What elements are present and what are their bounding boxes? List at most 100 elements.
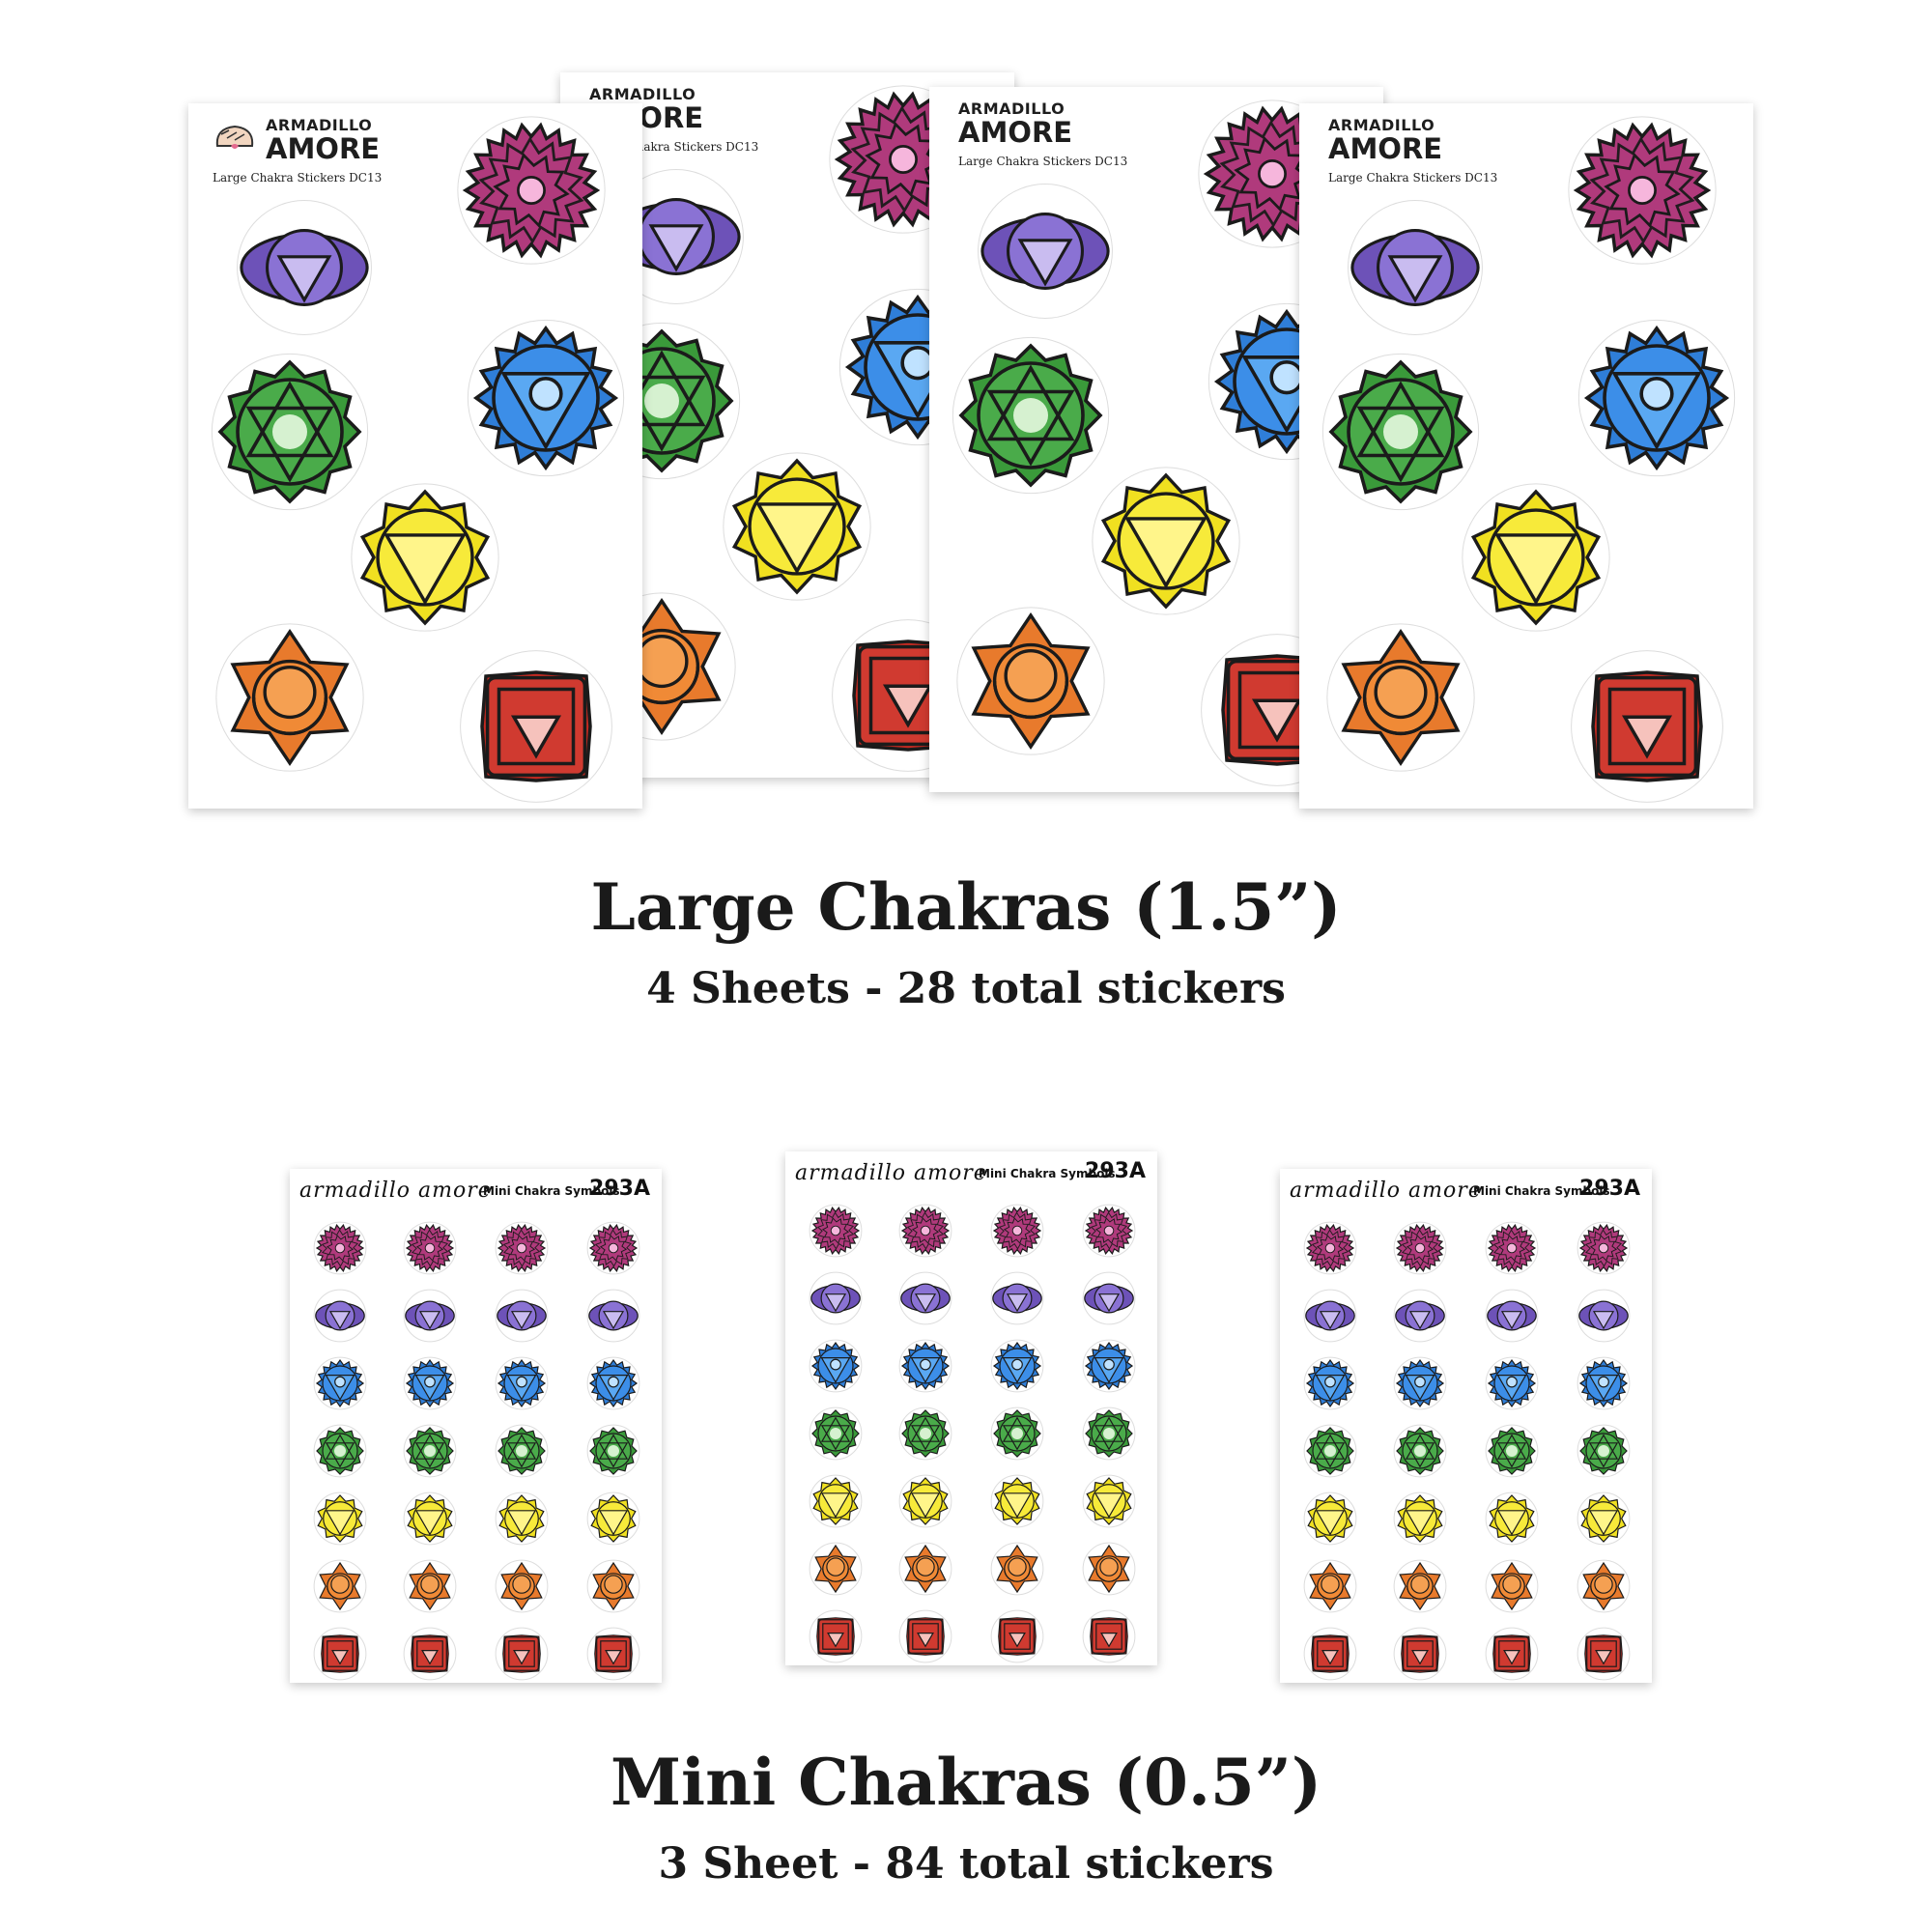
mini-solar-sticker	[1577, 1492, 1631, 1546]
mini-solar-sticker	[1393, 1492, 1447, 1546]
mini-sheet-header: armadillo amore Mini Chakra Symbols 293A	[1280, 1169, 1652, 1227]
third-eye-chakra-sticker	[978, 184, 1113, 319]
mini-heart-sticker	[990, 1406, 1044, 1461]
sheet-subtitle: Large Chakra Stickers DC13	[1328, 171, 1498, 185]
mini-sacral-sticker	[403, 1559, 457, 1613]
mini-solar-sticker	[495, 1492, 549, 1546]
mini-heart-sticker	[1577, 1424, 1631, 1478]
sacral-chakra-sticker	[215, 623, 364, 772]
mini-throat-sticker	[1485, 1356, 1539, 1410]
mini-root-sticker	[1485, 1627, 1539, 1681]
sacral-chakra-sticker	[956, 607, 1105, 755]
mini-third-eye-sticker	[1303, 1289, 1357, 1343]
mini-solar-sticker	[898, 1474, 952, 1528]
mini-throat-sticker	[1577, 1356, 1631, 1410]
sacral-chakra-sticker	[1326, 623, 1475, 772]
mini-throat-sticker	[990, 1339, 1044, 1393]
mini-brand: armadillo amore	[1290, 1179, 1482, 1203]
solar-chakra-sticker	[351, 483, 499, 632]
mini-sheet-3-stickers	[1303, 1221, 1631, 1681]
mini-chakras-subtitle: 3 Sheet - 84 total stickers	[658, 1839, 1274, 1889]
mini-crown-sticker	[403, 1221, 457, 1275]
mini-solar-sticker	[1303, 1492, 1357, 1546]
brand-top: ARMADILLO	[958, 99, 1065, 118]
mini-heart-sticker	[898, 1406, 952, 1461]
throat-chakra-sticker	[1577, 319, 1736, 477]
mini-heart-sticker	[1393, 1424, 1447, 1478]
mini-solar-sticker	[1485, 1492, 1539, 1546]
brand-top: ARMADILLO	[589, 85, 696, 103]
large-sheet-1-stickers	[211, 116, 625, 803]
mini-throat-sticker	[1303, 1356, 1357, 1410]
mini-root-sticker	[313, 1627, 367, 1681]
mini-sacral-sticker	[495, 1559, 549, 1613]
mini-chakras-title: Mini Chakras (0.5”)	[610, 1745, 1322, 1820]
mini-throat-sticker	[403, 1356, 457, 1410]
mini-crown-sticker	[313, 1221, 367, 1275]
solar-chakra-sticker	[1462, 483, 1610, 632]
mini-third-eye-sticker	[898, 1271, 952, 1325]
mini-sheet-header: armadillo amore Mini Chakra Symbols 293A	[290, 1169, 662, 1227]
mini-heart-sticker	[586, 1424, 640, 1478]
mini-sacral-sticker	[1082, 1542, 1136, 1596]
mini-code: 293A	[589, 1177, 650, 1201]
mini-solar-sticker	[586, 1492, 640, 1546]
large-chakras-subtitle: 4 Sheets - 28 total stickers	[646, 964, 1286, 1013]
heart-chakra-sticker	[211, 353, 369, 511]
mini-crown-sticker	[495, 1221, 549, 1275]
mini-root-sticker	[1082, 1609, 1136, 1663]
mini-sheet-3: armadillo amore Mini Chakra Symbols 293A	[1280, 1169, 1652, 1683]
mini-sacral-sticker	[1485, 1559, 1539, 1613]
mini-code: 293A	[1085, 1159, 1146, 1183]
mini-root-sticker	[495, 1627, 549, 1681]
mini-root-sticker	[990, 1609, 1044, 1663]
throat-chakra-sticker	[467, 319, 625, 477]
root-chakra-sticker	[1571, 650, 1723, 803]
mini-crown-sticker	[1485, 1221, 1539, 1275]
mini-sheet-2: armadillo amore Mini Chakra Symbols 293A	[785, 1151, 1157, 1665]
mini-solar-sticker	[809, 1474, 863, 1528]
brand-top: ARMADILLO	[266, 116, 373, 134]
mini-heart-sticker	[313, 1424, 367, 1478]
mini-crown-sticker	[1303, 1221, 1357, 1275]
mini-third-eye-sticker	[495, 1289, 549, 1343]
mini-crown-sticker	[809, 1204, 863, 1258]
mini-sacral-sticker	[1303, 1559, 1357, 1613]
mini-brand: armadillo amore	[795, 1161, 987, 1185]
mini-throat-sticker	[1393, 1356, 1447, 1410]
solar-chakra-sticker	[723, 452, 871, 601]
mini-root-sticker	[809, 1609, 863, 1663]
mini-sacral-sticker	[1393, 1559, 1447, 1613]
mini-sacral-sticker	[586, 1559, 640, 1613]
heart-chakra-sticker	[1321, 353, 1480, 511]
mini-third-eye-sticker	[809, 1271, 863, 1325]
mini-sheet-2-stickers	[809, 1204, 1136, 1663]
mini-sacral-sticker	[313, 1559, 367, 1613]
mini-sacral-sticker	[809, 1542, 863, 1596]
mini-third-eye-sticker	[1082, 1271, 1136, 1325]
large-sheet-4-brand: ARMADILLO AMORE Large Chakra Stickers DC…	[1328, 117, 1497, 185]
brand-top: ARMADILLO	[1328, 116, 1435, 134]
mini-sacral-sticker	[898, 1542, 952, 1596]
mini-root-sticker	[1303, 1627, 1357, 1681]
mini-solar-sticker	[313, 1492, 367, 1546]
mini-sheet-header: armadillo amore Mini Chakra Symbols 293A	[785, 1151, 1157, 1209]
mini-throat-sticker	[898, 1339, 952, 1393]
mini-root-sticker	[1393, 1627, 1447, 1681]
mini-heart-sticker	[809, 1406, 863, 1461]
mini-heart-sticker	[1485, 1424, 1539, 1478]
solar-chakra-sticker	[1092, 467, 1240, 615]
mini-third-eye-sticker	[1577, 1289, 1631, 1343]
large-sheet-1: ARMADILLO AMORE Large Chakra Stickers DC…	[188, 103, 642, 809]
mini-crown-sticker	[898, 1204, 952, 1258]
mini-third-eye-sticker	[1485, 1289, 1539, 1343]
large-sheet-4: ARMADILLO AMORE Large Chakra Stickers DC…	[1299, 103, 1753, 809]
sheet-subtitle: Large Chakra Stickers DC13	[958, 155, 1128, 168]
mini-solar-sticker	[1082, 1474, 1136, 1528]
mini-third-eye-sticker	[586, 1289, 640, 1343]
mini-throat-sticker	[313, 1356, 367, 1410]
mini-sacral-sticker	[1577, 1559, 1631, 1613]
brand-name: AMORE	[266, 132, 381, 165]
mini-heart-sticker	[1082, 1406, 1136, 1461]
mini-root-sticker	[586, 1627, 640, 1681]
